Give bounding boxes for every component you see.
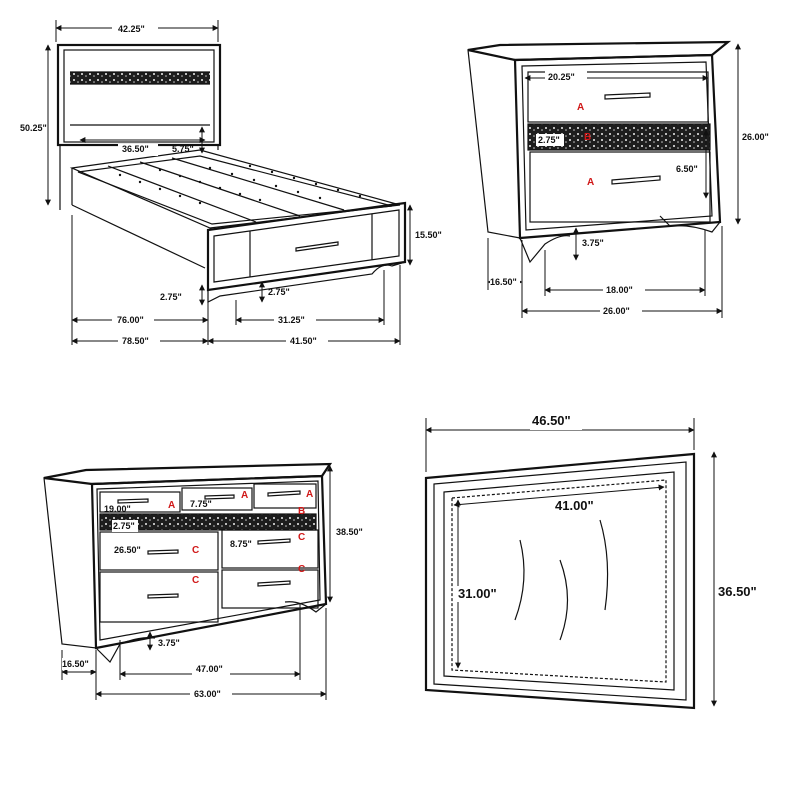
- bed-dimension-labels: 42.25" 50.25" 36.50" 5.75" 15.50" 2.75" …: [20, 21, 442, 348]
- bed-headboard-glitter-strip: [70, 72, 210, 84]
- bed-headboard: [56, 43, 222, 147]
- mirror-drawing: [424, 452, 696, 710]
- dresser-top-middle-height-label: 7.75": [190, 499, 212, 509]
- mirror-dimensions: [425, 418, 717, 707]
- nightstand-drawer-b: B: [584, 132, 591, 143]
- bed-length-label: 76.00": [117, 315, 144, 325]
- dresser-inner-width-label: 47.00": [196, 664, 223, 674]
- dresser-large-drawer-height-label: 8.75": [230, 539, 252, 549]
- mirror-glass: [451, 479, 667, 683]
- bed-drawer-width-label: 31.25": [278, 315, 305, 325]
- nightstand-leg-height-label: 3.75": [582, 238, 604, 248]
- dresser-large-drawer-width-label: 26.50": [114, 545, 141, 555]
- dresser-strip-height-label: 2.75": [113, 521, 135, 531]
- nightstand-inner-width-label: 18.00": [606, 285, 633, 295]
- mirror-outer-frame: [424, 452, 696, 710]
- bed-height-label: 50.25": [20, 123, 47, 133]
- bed-leg-left-label: 2.75": [160, 292, 182, 302]
- dresser-drawer-mid-right: [221, 529, 319, 569]
- dresser-depth-label: 16.50": [62, 659, 89, 669]
- nightstand-strip-height-label: 2.75": [538, 135, 560, 145]
- nightstand-drawer-bottom: [529, 151, 711, 223]
- nightstand-height-label: 26.00": [742, 132, 769, 142]
- dresser-height-label: 38.50": [336, 527, 363, 537]
- nightstand-drawing: [467, 40, 732, 264]
- dresser-drawer-top-left: [99, 491, 181, 513]
- dresser-drawer-top-right: [253, 483, 317, 509]
- nightstand-handle-top: [604, 92, 651, 100]
- nightstand-drawer-top: [527, 71, 709, 123]
- dresser-label-a1: A: [168, 500, 175, 511]
- bed-dimensions: [45, 20, 413, 345]
- dresser-drawing: [43, 462, 333, 663]
- nightstand-dimensions: [487, 43, 741, 318]
- dresser-side: [43, 477, 97, 649]
- dresser-leg-height-label: 3.75": [158, 638, 180, 648]
- dresser-drawer-mid-left: [99, 531, 219, 571]
- nightstand-drawer-a-bottom: A: [587, 177, 594, 188]
- bed-headboard-gap-label: 5.75": [172, 144, 194, 154]
- dresser-label-c3: C: [192, 575, 199, 586]
- bed-overall-footboard-label: 41.50": [290, 336, 317, 346]
- dresser-glitter-strip: [100, 514, 316, 530]
- dresser-label-c2: C: [298, 532, 305, 543]
- dresser-label-b: B: [298, 506, 305, 517]
- bed-overall-length-label: 78.50": [122, 336, 149, 346]
- dresser-label-a3: A: [306, 489, 313, 500]
- dresser-labels: 38.50" 19.00" 7.75" A A A B 2.75" 26.50"…: [62, 489, 363, 701]
- nightstand-side: [467, 49, 521, 239]
- bed-footboard-height-label: 15.50": [415, 230, 442, 240]
- dresser-drawer-low-right: [221, 569, 319, 609]
- bed-width-top-label: 42.25": [118, 24, 145, 34]
- mirror-inner-width-label: 41.00": [555, 498, 594, 513]
- dresser-top-drawer-width-label: 19.00": [104, 504, 131, 514]
- bed-drawer-handle: [295, 241, 339, 252]
- nightstand-depth-label: 16.50": [490, 277, 517, 287]
- bed-drawing: [56, 43, 407, 303]
- mirror-height-label: 36.50": [718, 584, 757, 599]
- nightstand-width-label: 26.00": [603, 306, 630, 316]
- bed-slat-dots: [118, 164, 362, 205]
- dresser-width-label: 63.00": [194, 689, 221, 699]
- dresser-label-a2: A: [241, 490, 248, 501]
- nightstand-drawer-width-label: 20.25": [548, 72, 575, 82]
- bed-leg-right-label: 2.75": [268, 287, 290, 297]
- nightstand-drawer-a-top: A: [577, 102, 584, 113]
- dresser-drawer-top-middle: [181, 487, 253, 511]
- bed-headboard-inner-label: 36.50": [122, 144, 149, 154]
- nightstand-drawer-height-label: 6.50": [676, 164, 698, 174]
- dresser-label-c1: C: [192, 545, 199, 556]
- mirror-labels: 46.50" 41.00" 31.00" 36.50": [456, 412, 766, 602]
- nightstand-handle-bottom: [611, 175, 661, 185]
- mirror-inner-height-label: 31.00": [458, 586, 497, 601]
- dresser-label-c4: C: [298, 564, 305, 575]
- nightstand-labels: 20.25" 26.00" A B 2.75" 6.50" A 3.75" 16…: [490, 70, 769, 318]
- dresser-drawer-low-left: [99, 571, 219, 623]
- mirror-width-label: 46.50": [532, 413, 571, 428]
